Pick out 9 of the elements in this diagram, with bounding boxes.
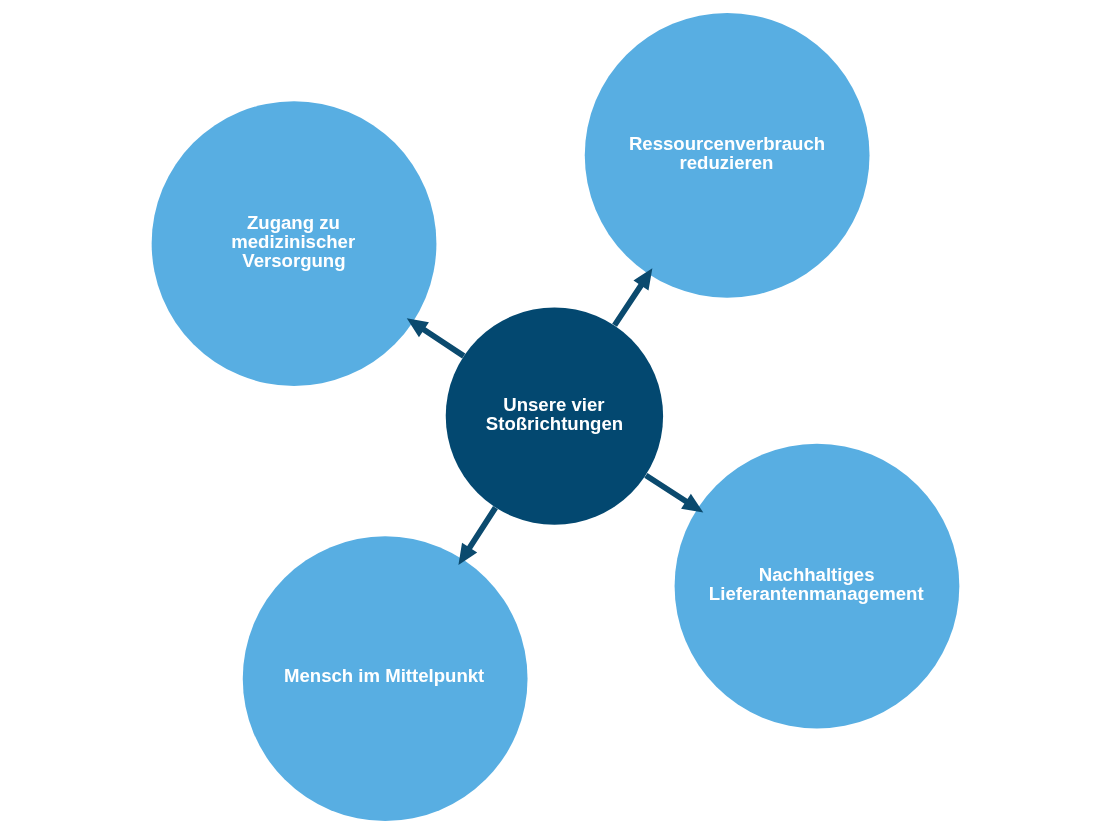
arrow	[611, 268, 652, 327]
node-circle: Mensch im Mittelpunkt	[242, 536, 528, 822]
arrow	[406, 318, 465, 359]
node-circle: Unsere vier Stoßrichtungen	[445, 307, 663, 525]
arrow	[643, 472, 703, 513]
arrow	[457, 506, 498, 565]
node-circle: Zugang zu medizinischer Versorgung	[151, 101, 436, 386]
node-circle: Nachhaltiges Lieferantenmanagement	[674, 443, 959, 729]
node-circle: Ressourcenverbrauch reduzieren	[584, 12, 870, 298]
